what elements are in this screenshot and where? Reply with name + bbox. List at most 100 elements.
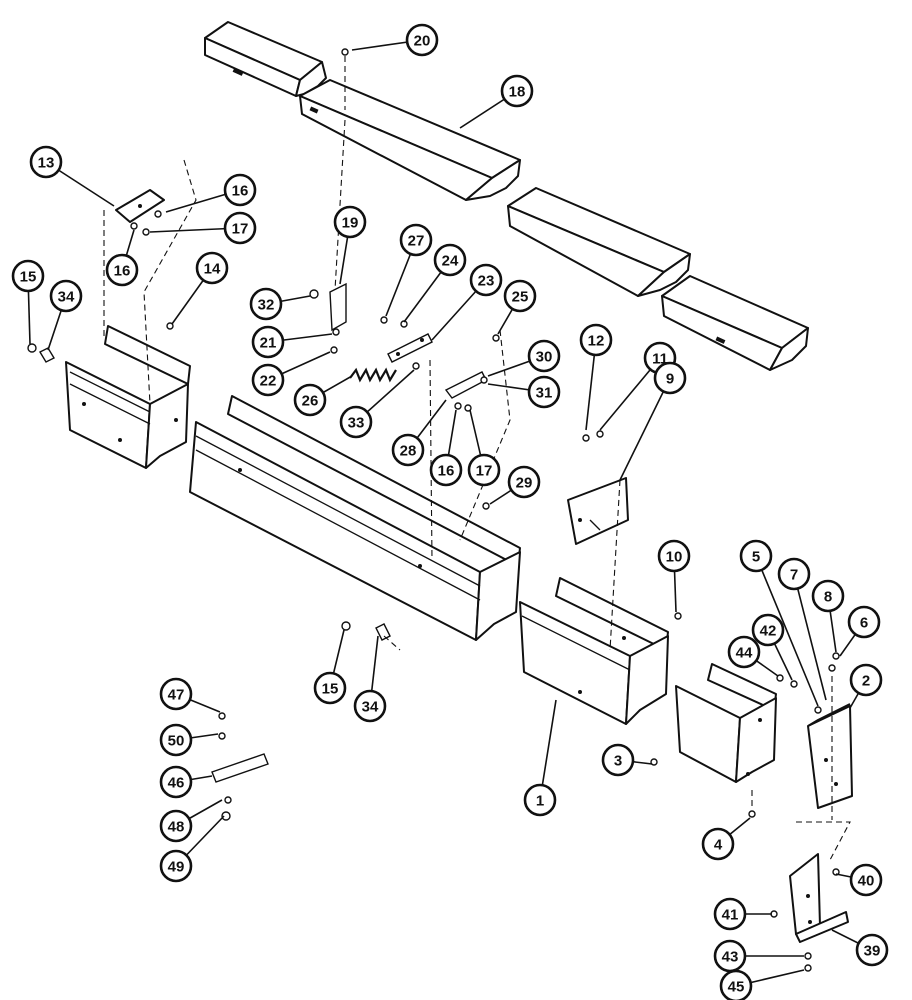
callout-number: 19 xyxy=(342,215,359,232)
callout-19: 19 xyxy=(333,205,367,285)
cover-panel-upper-left xyxy=(204,21,327,97)
callout-13: 13 xyxy=(29,145,115,207)
cover-panel-right-short xyxy=(661,275,809,371)
callout-number: 2 xyxy=(862,673,870,690)
callout-number: 16 xyxy=(114,263,131,280)
bracket-28 xyxy=(444,371,487,399)
callout-number: 50 xyxy=(168,733,185,750)
end-trough-section xyxy=(675,663,777,783)
callout-number: 14 xyxy=(204,261,221,278)
callout-circle xyxy=(11,259,45,293)
callout-circle xyxy=(855,933,889,967)
callout-circle xyxy=(251,363,285,397)
callout-circle xyxy=(223,173,257,207)
callout-number: 39 xyxy=(864,943,881,960)
callout-circle xyxy=(159,723,193,757)
callout-circle xyxy=(333,205,367,239)
callout-circle xyxy=(719,969,753,1000)
callout-leader xyxy=(793,573,827,701)
callout-number: 42 xyxy=(760,623,777,640)
bracket-19 xyxy=(329,282,347,332)
callout-29: 29 xyxy=(489,465,541,505)
callout-number: 21 xyxy=(260,335,277,352)
callout-number: 29 xyxy=(516,475,533,492)
callout-15: 15 xyxy=(313,629,347,705)
callout-circle xyxy=(503,279,537,313)
callout-circle xyxy=(469,263,503,297)
callout-number: 9 xyxy=(666,371,674,388)
callout-number: 1 xyxy=(536,793,544,810)
callout-25: 25 xyxy=(497,279,537,335)
callout-circle xyxy=(195,251,229,285)
cover-panel-right-long xyxy=(507,187,691,297)
callout-circle xyxy=(811,579,845,613)
callout-number: 44 xyxy=(736,645,753,662)
callout-7: 7 xyxy=(777,557,827,701)
callout-circle xyxy=(657,539,691,573)
callout-circle xyxy=(527,339,561,373)
hardware xyxy=(27,48,840,972)
callout-21: 21 xyxy=(251,325,333,359)
callout-circle xyxy=(391,433,425,467)
callout-number: 23 xyxy=(478,273,495,290)
main-trough-section xyxy=(189,395,521,641)
callout-34: 34 xyxy=(47,279,83,351)
callout-9: 9 xyxy=(619,361,687,481)
callout-12: 12 xyxy=(579,323,613,431)
callout-circle xyxy=(847,605,881,639)
callout-16: 16 xyxy=(165,173,257,213)
callout-layer: 2018131617161534141927242325322122263330… xyxy=(11,23,889,1000)
callout-28: 28 xyxy=(391,399,447,467)
callout-42: 42 xyxy=(751,613,793,681)
callout-4: 4 xyxy=(701,817,751,861)
callout-45: 45 xyxy=(719,969,805,1000)
callout-number: 48 xyxy=(168,819,185,836)
callout-circle xyxy=(29,145,63,179)
callout-leader xyxy=(539,699,557,801)
callout-number: 46 xyxy=(168,775,185,792)
callout-number: 13 xyxy=(38,155,55,172)
callout-number: 15 xyxy=(20,269,37,286)
callout-number: 34 xyxy=(362,699,379,716)
callout-circle xyxy=(429,453,463,487)
callout-number: 16 xyxy=(438,463,455,480)
cover-panel-18 xyxy=(299,79,521,201)
callout-circle xyxy=(739,539,773,573)
callout-34: 34 xyxy=(353,635,387,723)
callout-number: 5 xyxy=(752,549,760,566)
callout-1: 1 xyxy=(523,699,557,817)
right-trough-section xyxy=(519,577,669,725)
callout-circle xyxy=(339,405,373,439)
callout-6: 6 xyxy=(839,605,881,657)
callout-circle xyxy=(777,557,811,591)
callout-16: 16 xyxy=(429,409,463,487)
callout-20: 20 xyxy=(351,23,439,57)
callout-circle xyxy=(105,253,139,287)
callout-number: 7 xyxy=(790,567,798,584)
callout-39: 39 xyxy=(831,929,889,967)
callout-32: 32 xyxy=(249,287,311,321)
callout-40: 40 xyxy=(835,863,883,897)
callout-number: 40 xyxy=(858,873,875,890)
callout-circle xyxy=(159,809,193,843)
callout-circle xyxy=(49,279,83,313)
callout-14: 14 xyxy=(171,251,229,325)
callout-circle xyxy=(579,323,613,357)
callout-49: 49 xyxy=(159,815,225,883)
callout-number: 6 xyxy=(860,615,868,632)
callout-circle xyxy=(751,613,785,647)
hinge-13 xyxy=(115,189,165,223)
callout-number: 47 xyxy=(168,687,185,704)
callout-number: 27 xyxy=(408,233,425,250)
callout-number: 12 xyxy=(588,333,605,350)
callout-circle xyxy=(249,287,283,321)
callout-leader xyxy=(619,377,671,481)
callout-number: 16 xyxy=(232,183,249,200)
callout-27: 27 xyxy=(385,223,433,317)
callout-circle xyxy=(713,897,747,931)
callout-3: 3 xyxy=(601,743,653,777)
left-trough-section xyxy=(65,325,191,469)
callout-number: 4 xyxy=(714,837,723,854)
callout-number: 22 xyxy=(260,373,277,390)
